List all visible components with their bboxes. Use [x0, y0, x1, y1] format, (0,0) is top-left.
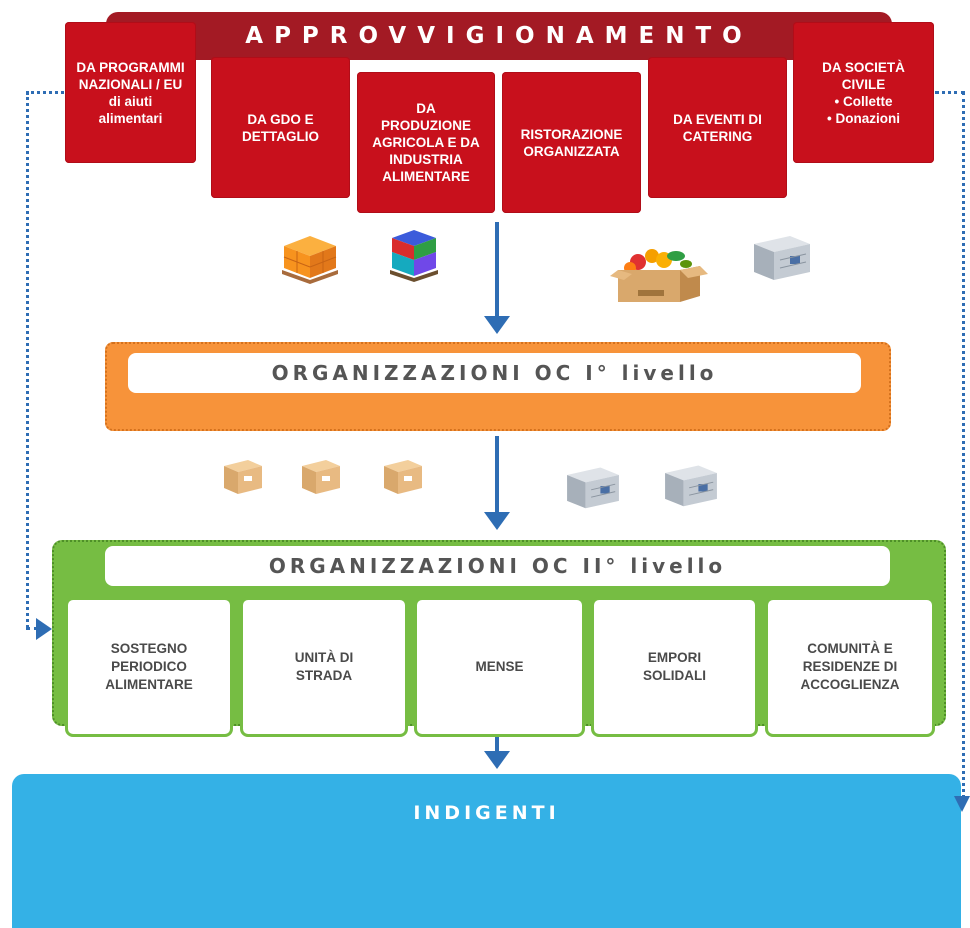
supply-banner [106, 12, 892, 60]
arrow-head-icon [484, 751, 510, 769]
source-agri-food-industry: DA PRODUZIONE AGRICOLA E DA INDUSTRIA AL… [357, 72, 495, 213]
gray-crate-icon [665, 465, 717, 507]
level2-title: ORGANIZZAZIONI OC II° livello [105, 546, 890, 586]
orange-pallet-icon [282, 236, 338, 284]
cardboard-box-icon [384, 460, 422, 494]
service-canteens: MENSE [414, 597, 585, 737]
right-dotted-connector [962, 92, 965, 798]
source-civil-society: DA SOCIETÀ CIVILE • Collette • Donazioni [793, 22, 934, 163]
mixed-pallet-icon [390, 230, 438, 282]
recipients-title: INDIGENTI [413, 802, 560, 824]
source-organized-catering: RISTORAZIONE ORGANIZZATA [502, 72, 641, 213]
flow-arrow-supply-to-l1 [495, 222, 499, 318]
service-street-units: UNITÀ DI STRADA [240, 597, 408, 737]
source-gdo-retail: DA GDO E DETTAGLIO [211, 57, 350, 198]
food-box-icon [610, 249, 708, 302]
arrow-head-icon [484, 316, 510, 334]
level1-title: ORGANIZZAZIONI OC I° livello [128, 353, 861, 393]
cardboard-box-icon [224, 460, 262, 494]
left-arrow-head-icon [36, 618, 52, 640]
service-periodic-food-support: SOSTEGNO PERIODICO ALIMENTARE [65, 597, 233, 737]
service-communities-residences: COMUNITÀ E RESIDENZE DI ACCOGLIENZA [765, 597, 935, 737]
supply-title: APPROVVIGIONAMENTO [245, 23, 753, 49]
source-national-eu-programs: DA PROGRAMMI NAZIONALI / EU di aiuti ali… [65, 22, 196, 163]
arrow-head-icon [484, 512, 510, 530]
left-dotted-connector-bottom [26, 627, 38, 630]
flow-arrow-l1-to-l2 [495, 436, 499, 514]
service-solidarity-stores: EMPORI SOLIDALI [591, 597, 758, 737]
gray-crate-icon [754, 236, 810, 280]
left-dotted-connector [26, 92, 29, 628]
left-dotted-connector-top [26, 91, 64, 94]
recipients-bar [12, 774, 961, 928]
source-catering-events: DA EVENTI DI CATERING [648, 57, 787, 198]
gray-crate-icon [567, 467, 619, 509]
flow-arrow-l2-to-recipients [495, 737, 499, 753]
right-dotted-connector-top [935, 91, 965, 94]
cardboard-box-icon [302, 460, 340, 494]
right-arrow-head-icon [954, 796, 970, 812]
